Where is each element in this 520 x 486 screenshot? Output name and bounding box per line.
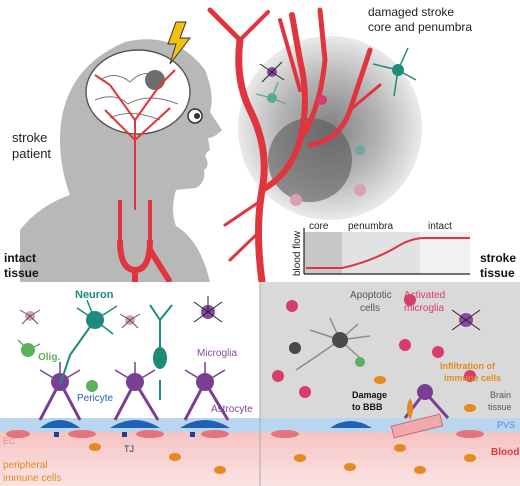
astrocyte-label: Astrocyte	[211, 404, 253, 415]
neuron-cell	[59, 299, 118, 386]
neuron-label: Neuron	[75, 289, 114, 301]
olig-cell	[86, 380, 98, 392]
detached-endothelial-cell	[390, 413, 444, 439]
activated-microglia-cell	[317, 95, 327, 105]
pericyte-label: Pericyte	[77, 393, 114, 404]
endothelial-cells-left	[6, 430, 229, 438]
damage-label-1: Damage	[352, 390, 387, 400]
peripheral-immune-cells	[89, 443, 226, 474]
tj-label: TJ	[124, 444, 134, 454]
apoptotic-label-2: cells	[360, 303, 380, 314]
stroke-tissue-label-1: stroke	[480, 251, 516, 265]
inset-ylabel: blood flow	[292, 230, 303, 276]
microglia-cell	[259, 61, 285, 83]
peripheral-label-1: peripheral	[3, 460, 47, 471]
damaged-label-2: core and penumbra	[368, 20, 472, 34]
damaged-label-1: damaged stroke	[368, 5, 454, 19]
olig-cell	[355, 357, 365, 367]
apoptotic-label-1: Apoptotic	[350, 290, 392, 301]
blood-band-left	[0, 432, 260, 486]
astrocyte-cell	[183, 362, 230, 421]
lightning-icon	[167, 21, 192, 65]
aortic-arch	[117, 239, 173, 284]
infiltration-label-1: Infiltration of	[440, 361, 496, 371]
tight-junctions-left	[54, 432, 195, 437]
blood-flow-curve	[306, 237, 470, 269]
endothelial-cells-right	[271, 430, 484, 438]
damage-label-2: to BBB	[352, 402, 383, 412]
microglia-cell	[119, 313, 141, 329]
blood-label: Blood	[491, 447, 519, 458]
microglia-label: Microglia	[197, 348, 237, 359]
penumbra-cells	[255, 47, 417, 206]
stroke-tissue-label-2: tissue	[480, 266, 515, 280]
stroke-patient-label-1: stroke	[12, 130, 47, 145]
activated-label-2: microglia	[404, 303, 444, 314]
infarct-spot	[145, 70, 165, 90]
apoptotic-cell	[289, 342, 301, 354]
microglia-cell	[451, 309, 481, 331]
intact-tissue-label-2: tissue	[4, 266, 39, 280]
inset-zone-penumbra: penumbra	[348, 221, 393, 232]
intact-tissue-label-1: intact	[4, 251, 36, 265]
stroke-patient-label-2: patient	[12, 146, 51, 161]
microglia-cell	[193, 296, 223, 323]
extravasating-immune-cell	[407, 398, 413, 420]
neuron-cell	[372, 47, 417, 97]
brain-tissue-label-1: Brain	[490, 390, 511, 400]
apoptotic-cell	[332, 332, 348, 348]
inset-zone-core: core	[309, 221, 329, 232]
blood-flow-inset	[303, 228, 470, 275]
olig-cell	[17, 339, 41, 357]
apoptotic-cell	[354, 184, 366, 196]
microglia-cell	[19, 309, 41, 325]
carotid-artery	[118, 200, 152, 240]
apoptotic-cell	[290, 194, 302, 206]
pvs-label: PVS	[497, 420, 515, 430]
brain	[85, 49, 191, 135]
peripheral-label-2: immune cells	[3, 473, 61, 484]
neuron-cell	[255, 81, 287, 105]
activated-microglia-group	[272, 294, 476, 398]
infiltrating-immune-cells	[294, 376, 476, 474]
neuron-cell	[355, 145, 365, 155]
damaged-pericyte	[330, 421, 372, 428]
pvs-band-right	[260, 418, 520, 432]
infiltration-label-2: immune cells	[444, 373, 501, 383]
olig-label: Olig.	[38, 352, 60, 363]
brain-tissue-label-2: tissue	[488, 402, 512, 412]
pericytes-left	[40, 420, 230, 428]
inset-zone-intact: intact	[428, 221, 452, 232]
ec-label: EC	[3, 436, 16, 446]
activated-label-1: Activated	[404, 290, 445, 301]
apoptotic-neuron	[295, 317, 371, 371]
vessel-tree	[207, 7, 382, 286]
neuron-cell	[149, 304, 173, 400]
astrocyte-cell	[113, 362, 160, 421]
